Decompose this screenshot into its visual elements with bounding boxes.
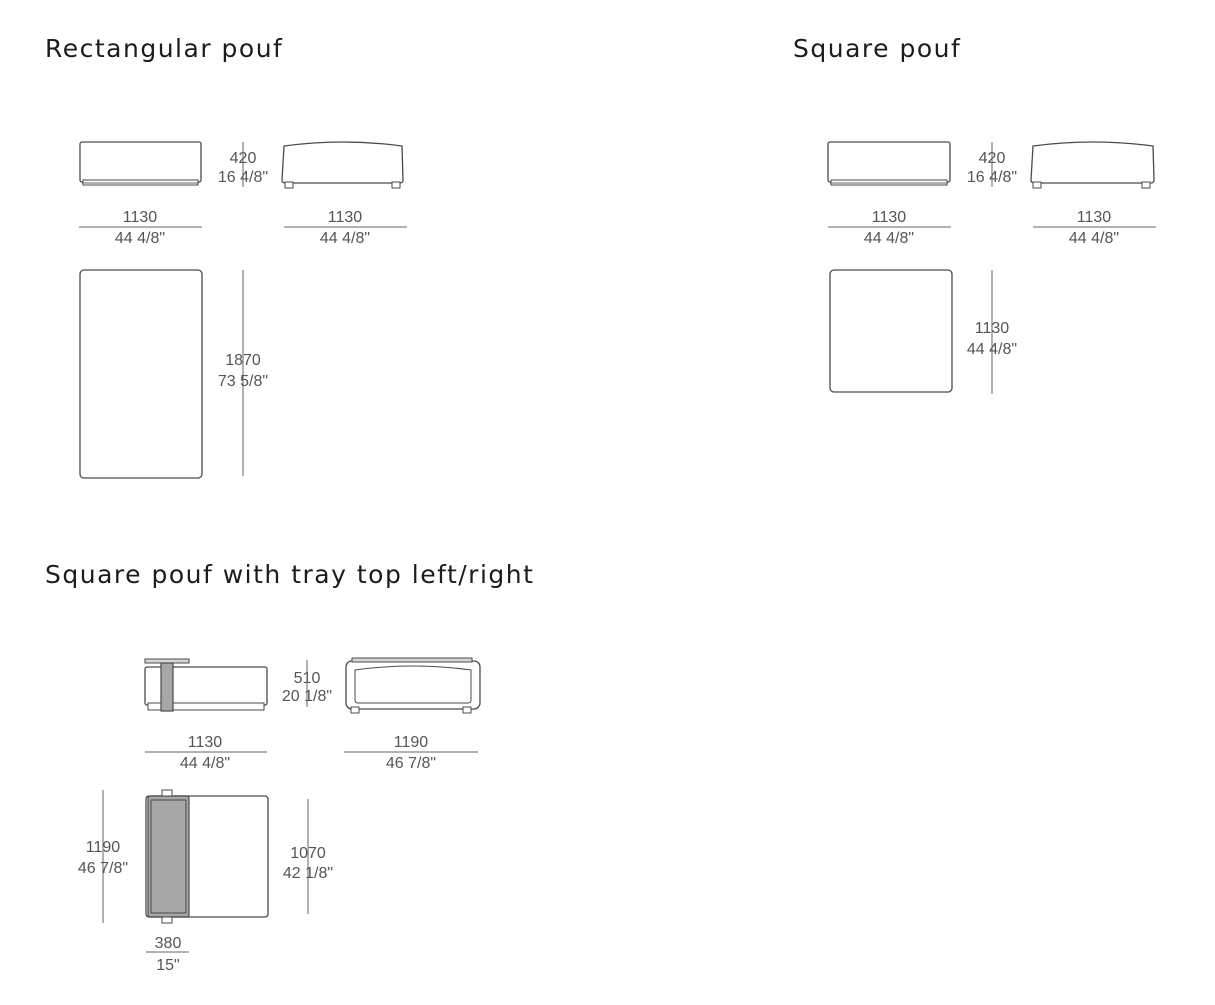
tray-front-width-inch: 44 4/8" <box>180 755 230 772</box>
square-depth-mm: 1130 <box>975 320 1010 337</box>
tray-overall-depth-mm: 1190 <box>86 839 121 856</box>
square-side-width-inch: 44 4/8" <box>1069 230 1119 247</box>
tray-pouf-drawing: 510 20 1/8" 1130 44 4/8" 1190 46 7/8" 11… <box>78 657 481 974</box>
tray-width-inch: 15" <box>156 957 179 974</box>
tray-height-mm: 510 <box>294 670 321 687</box>
square-side-view <box>1030 141 1155 189</box>
square-side-width-mm: 1130 <box>1077 209 1112 226</box>
tray-seat-depth-inch: 42 1/8" <box>283 865 333 882</box>
tray-front-view <box>144 658 268 712</box>
rect-height-inch: 16 4/8" <box>218 169 268 186</box>
rect-front-width-mm: 1130 <box>123 209 158 226</box>
rectangular-pouf-drawing: 420 16 4/8" 1130 44 4/8" 1130 44 4/8" 18… <box>79 141 407 479</box>
rect-front-view <box>79 141 202 186</box>
square-front-width-mm: 1130 <box>872 209 907 226</box>
tray-seat-depth-mm: 1070 <box>290 845 326 862</box>
tray-side-width-inch: 46 7/8" <box>386 755 436 772</box>
tray-front-width-mm: 1130 <box>188 734 223 751</box>
square-top-view <box>829 269 953 393</box>
tray-pouf-title: Square pouf with tray top left/right <box>45 560 535 589</box>
square-pouf-drawing: 420 16 4/8" 1130 44 4/8" 1130 44 4/8" 11… <box>827 141 1156 394</box>
rect-depth-inch: 73 5/8" <box>218 373 268 390</box>
square-pouf-title: Square pouf <box>793 34 962 63</box>
square-height-mm: 420 <box>979 150 1006 167</box>
rect-side-width-mm: 1130 <box>328 209 363 226</box>
rect-front-width-inch: 44 4/8" <box>115 230 165 247</box>
tray-width-mm: 380 <box>155 935 182 952</box>
square-depth-inch: 44 4/8" <box>967 341 1017 358</box>
rect-depth-mm: 1870 <box>225 352 261 369</box>
tray-height-inch: 20 1/8" <box>282 688 332 705</box>
square-front-view <box>827 141 951 186</box>
rect-height-mm: 420 <box>230 150 257 167</box>
rect-top-view <box>79 269 203 479</box>
square-height-inch: 16 4/8" <box>967 169 1017 186</box>
square-front-width-inch: 44 4/8" <box>864 230 914 247</box>
tray-side-view <box>345 657 481 714</box>
rect-side-view <box>281 141 404 189</box>
tray-overall-depth-inch: 46 7/8" <box>78 860 128 877</box>
rectangular-pouf-title: Rectangular pouf <box>45 34 284 63</box>
tray-side-width-mm: 1190 <box>394 734 429 751</box>
rect-side-width-inch: 44 4/8" <box>320 230 370 247</box>
tray-top-view <box>145 789 269 924</box>
